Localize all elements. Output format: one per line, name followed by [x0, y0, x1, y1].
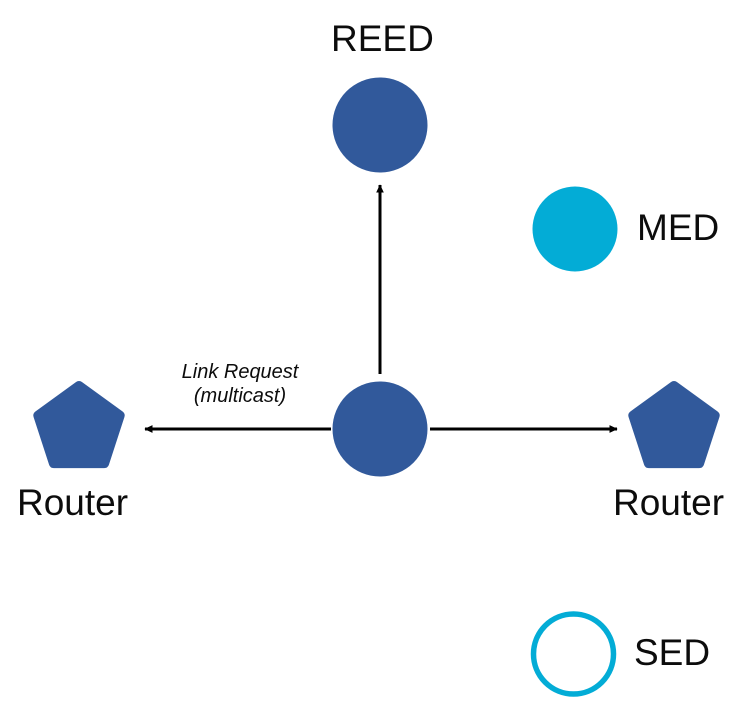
edge-label-line-1: Link Request	[181, 361, 299, 383]
edge-label-line-2: (multicast)	[193, 384, 287, 407]
node-label-sed: SED	[634, 632, 711, 673]
node-reed[interactable]	[332, 77, 428, 173]
node-router-left[interactable]	[33, 381, 125, 469]
node-center-leader[interactable]	[332, 381, 428, 477]
edge-label-link-request: Link Request (multicast)	[160, 361, 320, 408]
node-label-router-right: Router	[613, 482, 725, 523]
node-label-router-left: Router	[17, 482, 129, 523]
node-label-reed: REED	[331, 18, 434, 59]
node-med[interactable]	[532, 186, 618, 272]
node-router-right[interactable]	[628, 381, 720, 469]
node-label-med: MED	[637, 207, 720, 248]
node-sed[interactable]	[530, 611, 617, 697]
